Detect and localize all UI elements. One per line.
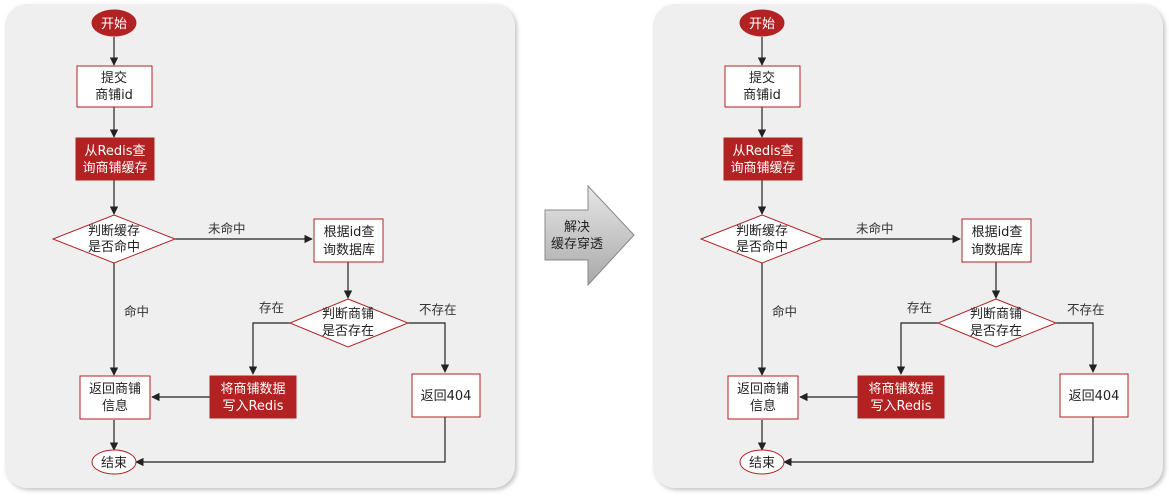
edge-label-not-exists: 不存在 bbox=[1067, 302, 1105, 317]
node-judge-cache-line1: 判断缓存 bbox=[88, 224, 140, 239]
edges bbox=[757, 37, 1098, 467]
node-write-redis-line2: 写入Redis bbox=[870, 399, 931, 414]
node-submit-line2: 商铺id bbox=[95, 88, 133, 103]
node-query-db-line1: 根据id查 bbox=[324, 225, 375, 240]
node-submit-line2: 商铺id bbox=[743, 88, 781, 103]
node-return-info-line2: 信息 bbox=[750, 398, 776, 414]
node-write-redis-line2: 写入Redis bbox=[222, 399, 283, 414]
node-write-redis: 将商铺数据 写入Redis bbox=[857, 375, 945, 419]
transition-arrow: 解决 缓存穿透 bbox=[544, 184, 635, 287]
node-end-label: 结束 bbox=[749, 456, 775, 471]
node-write-redis-line1: 将商铺数据 bbox=[868, 382, 933, 397]
node-judge-cache: 判断缓存 是否命中 bbox=[51, 214, 177, 264]
node-judge-cache-line2: 是否命中 bbox=[736, 239, 788, 255]
node-end-label: 结束 bbox=[101, 456, 127, 471]
transition-label-line1: 解决 bbox=[564, 220, 590, 235]
edge-label-not-exists: 不存在 bbox=[419, 302, 457, 317]
node-return-404-label: 返回404 bbox=[421, 389, 472, 404]
big-arrow-icon bbox=[544, 184, 635, 287]
node-write-redis-line1: 将商铺数据 bbox=[220, 382, 285, 397]
node-query-cache: 从Redis查 询商铺缓存 bbox=[723, 137, 803, 181]
edge-exists bbox=[248, 322, 290, 375]
node-submit-line1: 提交 bbox=[749, 70, 775, 86]
panel-background bbox=[653, 4, 1163, 488]
node-judge-exist-line1: 判断商铺 bbox=[322, 307, 374, 322]
node-judge-cache-line2: 是否命中 bbox=[88, 239, 140, 255]
node-query-cache-line1: 从Redis查 bbox=[732, 144, 793, 159]
node-judge-exist-line2: 是否存在 bbox=[322, 324, 374, 339]
node-judge-exist-line2: 是否存在 bbox=[970, 324, 1022, 339]
edge-label-miss: 未命中 bbox=[208, 221, 246, 236]
node-query-db-line2: 询数据库 bbox=[971, 242, 1023, 258]
node-return-info: 返回商铺 信息 bbox=[79, 375, 151, 420]
node-query-db-line1: 根据id查 bbox=[972, 225, 1023, 240]
node-start: 开始 bbox=[739, 9, 785, 37]
node-end: 结束 bbox=[91, 449, 137, 475]
node-submit: 提交 商铺id bbox=[724, 65, 801, 108]
node-judge-exist-line1: 判断商铺 bbox=[970, 307, 1022, 322]
left-panel: 未命中 命中 存在 不存在 开始 提交 商铺id 从Redis查 询商铺缓存 判… bbox=[5, 4, 515, 488]
edge-exists bbox=[896, 322, 938, 375]
edge-404-end bbox=[135, 417, 446, 467]
node-return-info-line2: 信息 bbox=[102, 398, 128, 414]
edge-label-hit: 命中 bbox=[124, 304, 149, 319]
node-return-404: 返回404 bbox=[411, 373, 481, 418]
node-judge-cache: 判断缓存 是否命中 bbox=[699, 214, 825, 264]
node-return-404: 返回404 bbox=[1059, 373, 1129, 418]
node-query-cache-line2: 询商铺缓存 bbox=[82, 161, 147, 176]
node-return-404-label: 返回404 bbox=[1069, 389, 1120, 404]
node-judge-exist: 判断商铺 是否存在 bbox=[288, 298, 410, 348]
edge-404-end bbox=[783, 417, 1094, 467]
node-start-label: 开始 bbox=[101, 17, 127, 32]
edge-not-exists bbox=[1056, 322, 1098, 373]
edge-not-exists bbox=[408, 322, 450, 373]
node-start-label: 开始 bbox=[749, 17, 775, 32]
node-query-cache: 从Redis查 询商铺缓存 bbox=[75, 137, 155, 181]
edge-label-miss: 未命中 bbox=[856, 221, 894, 236]
node-return-info: 返回商铺 信息 bbox=[727, 375, 799, 420]
node-submit: 提交 商铺id bbox=[76, 65, 153, 108]
right-panel: 未命中 命中 存在 不存在 开始 提交 商铺id 从Redis查 询商铺缓存 判… bbox=[653, 4, 1163, 488]
node-start: 开始 bbox=[91, 9, 137, 37]
node-query-db: 根据id查 询数据库 bbox=[313, 218, 384, 263]
node-query-cache-line2: 询商铺缓存 bbox=[730, 161, 795, 176]
edge-label-exists: 存在 bbox=[259, 300, 284, 315]
node-query-db-line2: 询数据库 bbox=[323, 242, 375, 258]
node-submit-line1: 提交 bbox=[101, 70, 127, 86]
node-query-db: 根据id查 询数据库 bbox=[961, 218, 1032, 263]
node-write-redis: 将商铺数据 写入Redis bbox=[209, 375, 297, 419]
node-judge-exist: 判断商铺 是否存在 bbox=[936, 298, 1058, 348]
node-return-info-line1: 返回商铺 bbox=[737, 382, 789, 397]
node-judge-cache-line1: 判断缓存 bbox=[736, 224, 788, 239]
transition-label-line2: 缓存穿透 bbox=[551, 236, 603, 252]
edges bbox=[109, 37, 450, 467]
node-query-cache-line1: 从Redis查 bbox=[84, 144, 145, 159]
node-return-info-line1: 返回商铺 bbox=[89, 382, 141, 397]
edge-label-exists: 存在 bbox=[907, 300, 932, 315]
node-end: 结束 bbox=[739, 449, 785, 475]
panel-background bbox=[5, 4, 515, 488]
edge-label-hit: 命中 bbox=[772, 304, 797, 319]
